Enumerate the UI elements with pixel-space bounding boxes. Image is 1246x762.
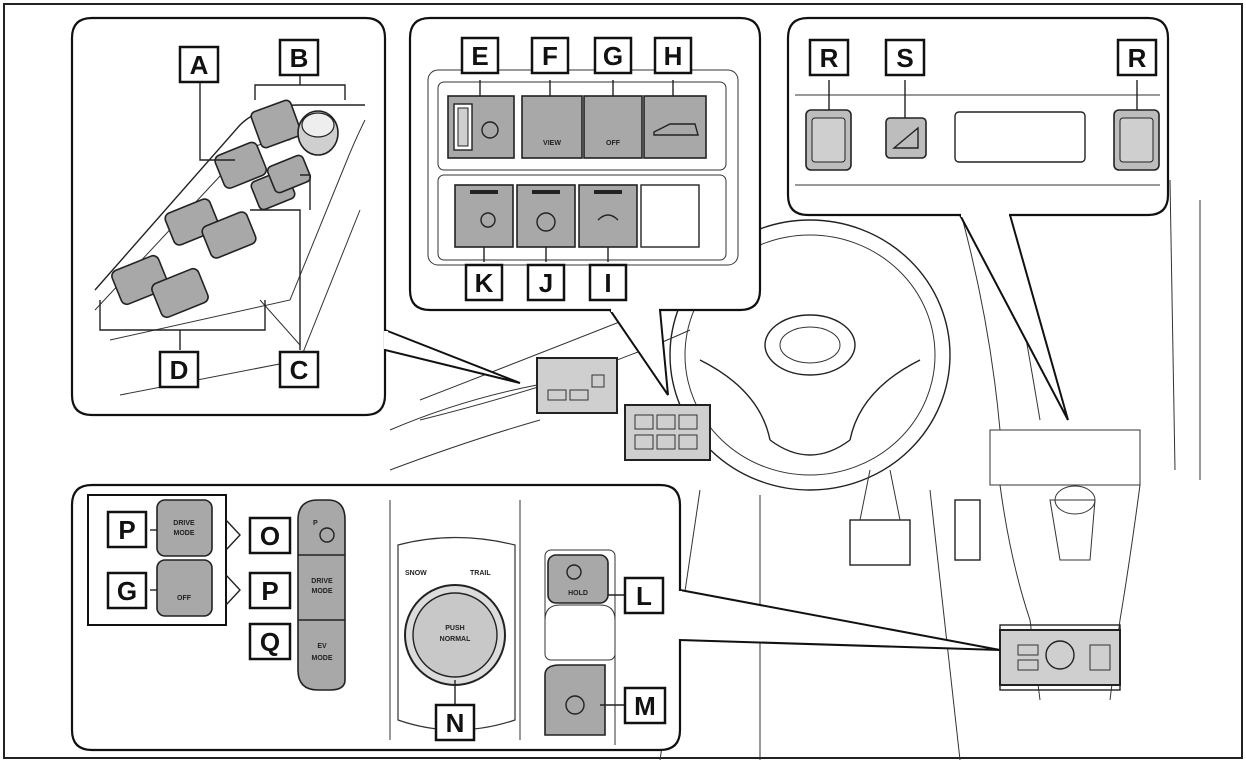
svg-text:F: F bbox=[542, 41, 558, 71]
label-n: N bbox=[434, 703, 476, 742]
svg-text:E: E bbox=[471, 41, 488, 71]
svg-text:G: G bbox=[603, 41, 623, 71]
label-e: E bbox=[460, 36, 500, 75]
label-l: L bbox=[623, 576, 665, 615]
svg-text:J: J bbox=[539, 268, 553, 298]
label-p-left: P bbox=[106, 510, 148, 549]
label-a: A bbox=[178, 45, 220, 84]
push-text: PUSH bbox=[445, 625, 464, 632]
svg-text:A: A bbox=[190, 50, 209, 80]
svg-text:D: D bbox=[170, 355, 189, 385]
hold-text: HOLD bbox=[568, 590, 588, 597]
label-s: S bbox=[884, 38, 926, 77]
callout-console: DRIVE MODE OFF P DRIVE MODE EV MODE SNOW… bbox=[70, 483, 1001, 752]
label-i: I bbox=[588, 263, 628, 302]
svg-text:H: H bbox=[664, 41, 683, 71]
label-f: F bbox=[530, 36, 570, 75]
svg-text:M: M bbox=[634, 691, 656, 721]
callout-switch-panel: VIEW OFF bbox=[408, 16, 762, 396]
off-text-g: OFF bbox=[606, 140, 621, 147]
drive-text-left: DRIVE bbox=[173, 520, 195, 527]
view-text: VIEW bbox=[543, 140, 561, 147]
callout-door-switches bbox=[70, 16, 521, 417]
snow-text: SNOW bbox=[405, 570, 427, 577]
label-q: Q bbox=[248, 622, 292, 661]
svg-text:B: B bbox=[290, 43, 309, 73]
ev-mode-text: MODE bbox=[312, 655, 333, 662]
label-g-bottom: G bbox=[106, 571, 148, 610]
label-c: C bbox=[278, 350, 320, 389]
svg-text:G: G bbox=[117, 576, 137, 606]
svg-text:P: P bbox=[118, 515, 135, 545]
svg-text:Q: Q bbox=[260, 627, 280, 657]
label-o: O bbox=[248, 516, 292, 555]
svg-text:O: O bbox=[260, 521, 280, 551]
label-p-right: P bbox=[248, 571, 292, 610]
label-r-right: R bbox=[1116, 38, 1158, 77]
mode-text-right: MODE bbox=[312, 588, 333, 595]
svg-text:R: R bbox=[820, 43, 839, 73]
svg-text:S: S bbox=[896, 43, 913, 73]
letter-labels: A B C D E F G H K J I R S R P G O P Q N … bbox=[106, 36, 1158, 742]
svg-text:K: K bbox=[475, 268, 494, 298]
label-r-left: R bbox=[808, 38, 850, 77]
normal-text: NORMAL bbox=[440, 636, 471, 643]
trail-text: TRAIL bbox=[470, 570, 491, 577]
svg-text:R: R bbox=[1128, 43, 1147, 73]
mode-text-left: MODE bbox=[174, 530, 195, 537]
label-d: D bbox=[158, 350, 200, 389]
label-m: M bbox=[623, 686, 667, 725]
svg-text:N: N bbox=[446, 708, 465, 738]
callout-seat-panel bbox=[786, 16, 1170, 421]
p-text-o: P bbox=[313, 520, 318, 527]
label-g-top: G bbox=[593, 36, 633, 75]
svg-text:P: P bbox=[261, 576, 278, 606]
ev-text: EV bbox=[317, 643, 327, 650]
off-text-left: OFF bbox=[177, 595, 192, 602]
label-h: H bbox=[653, 36, 693, 75]
label-k: K bbox=[464, 263, 504, 302]
svg-text:C: C bbox=[290, 355, 309, 385]
label-b: B bbox=[278, 38, 320, 77]
label-j: J bbox=[526, 263, 566, 302]
svg-text:L: L bbox=[636, 581, 652, 611]
svg-text:I: I bbox=[604, 268, 611, 298]
drive-text-right: DRIVE bbox=[311, 578, 333, 585]
